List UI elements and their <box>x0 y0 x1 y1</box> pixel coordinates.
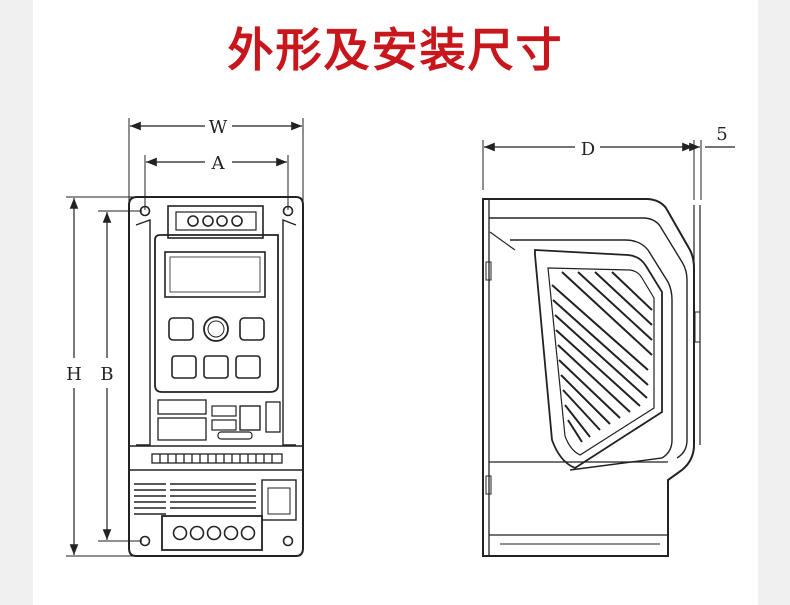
mount-width-dimension <box>144 155 289 210</box>
side-vent-panel <box>534 249 663 470</box>
width-label: W <box>209 117 228 138</box>
keypad-button-right <box>239 317 265 341</box>
keypad-button-left <box>168 317 194 341</box>
mount-height-dimension <box>98 210 142 542</box>
mount-hole-top-right <box>282 205 294 217</box>
front-view: W A H B <box>66 117 304 557</box>
side-body-outline <box>482 198 695 557</box>
offset-label: 5 <box>716 124 727 145</box>
page-title: 外形及安装尺寸 <box>227 23 564 77</box>
front-vent-grille <box>134 483 256 515</box>
keypad-button-3 <box>235 355 261 379</box>
display-screen <box>164 251 266 298</box>
page: 外形及安装尺寸 <box>33 0 758 605</box>
height-label: H <box>66 364 82 385</box>
rj45-port <box>239 405 261 431</box>
mount-height-label: B <box>100 364 113 385</box>
mount-hole-top-left <box>139 205 151 217</box>
control-terminal-row <box>151 453 283 464</box>
keypad-knob <box>203 316 229 342</box>
width-dimension <box>128 118 304 205</box>
mount-hole-bottom-left <box>139 535 151 547</box>
mount-width-label: A <box>211 153 226 174</box>
keypad-panel <box>154 234 279 393</box>
front-body-outline <box>128 196 304 557</box>
keypad-button-2 <box>203 355 229 379</box>
height-dimension <box>66 196 135 557</box>
top-terminal-block <box>167 205 264 239</box>
side-view: D 5 <box>482 124 735 557</box>
side-vent-hatching <box>551 271 653 443</box>
power-terminal-block <box>161 515 263 551</box>
depth-label: D <box>581 139 595 160</box>
keypad-button-1 <box>171 355 197 379</box>
mount-hole-bottom-right <box>282 535 294 547</box>
offset-dimension <box>689 140 735 200</box>
